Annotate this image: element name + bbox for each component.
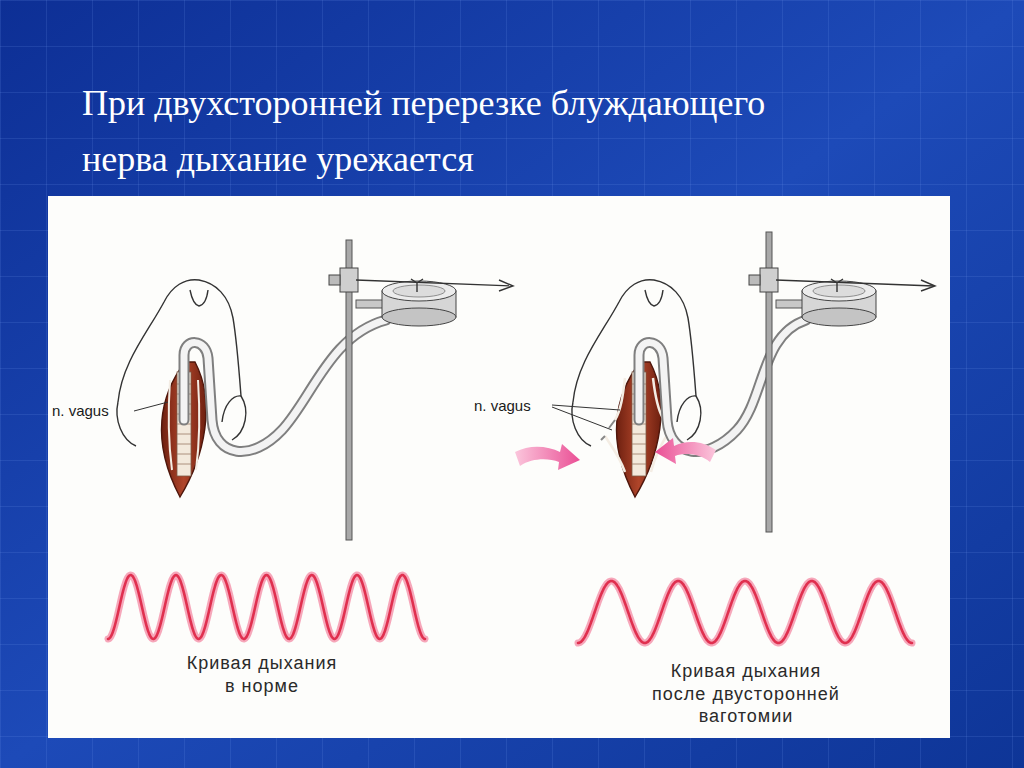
slide-title: При двухсторонней перерезке блуждающего … — [82, 76, 782, 188]
curve-caption: Кривая дыхания после двусторонней вагото… — [644, 660, 848, 728]
figure-panel — [48, 196, 950, 738]
marey-capsule-stand-part — [776, 280, 934, 286]
marey-capsule-stand-part — [340, 268, 358, 292]
marey-capsule-stand-part — [813, 285, 865, 297]
animal-vagotomy-part — [572, 402, 591, 446]
tube-inner — [184, 320, 386, 452]
leader-line — [552, 405, 620, 430]
marey-capsule-stand-part — [393, 285, 445, 297]
nerve-label: n. vagus — [52, 402, 109, 419]
marey-capsule-stand — [749, 232, 935, 532]
animal-normal-part — [232, 396, 246, 440]
leader-line — [134, 402, 168, 411]
breathing-curve — [578, 581, 912, 643]
marey-capsule-stand-part — [499, 280, 513, 291]
marey-capsule-stand-part — [329, 275, 340, 285]
animal-normal-part — [169, 380, 172, 470]
marey-capsule-stand-part — [356, 300, 384, 308]
marey-capsule-stand — [329, 240, 513, 540]
marey-capsule-stand-part — [831, 279, 843, 292]
animal-vagotomy-part — [615, 378, 625, 420]
curve-caption-box: Кривая дыхания после двусторонней вагото… — [644, 660, 848, 728]
animal-vagotomy-part — [645, 290, 663, 306]
marey-capsule-stand-part — [921, 280, 935, 291]
cut-arrow — [515, 444, 580, 470]
marey-capsule-stand-part — [382, 308, 456, 326]
animal-vagotomy-part — [605, 436, 625, 472]
animal-vagotomy-part — [601, 420, 615, 440]
marey-capsule-stand-part — [776, 300, 804, 308]
animal-normal-part — [117, 402, 136, 446]
animal-normal-part — [190, 290, 208, 306]
cut-arrow — [655, 438, 716, 464]
curve-glow — [578, 581, 912, 643]
tube-inner — [639, 320, 806, 452]
curve-caption: Кривая дыхания в норме — [183, 652, 341, 697]
tube — [184, 320, 386, 452]
marey-capsule-stand-part — [802, 308, 876, 326]
marey-capsule-stand-part — [356, 280, 512, 286]
curve-glow — [108, 575, 425, 639]
marey-capsule-stand-part — [411, 279, 423, 292]
nerve-label: n. vagus — [474, 397, 531, 414]
animal-normal-part — [196, 380, 199, 470]
slide-title-box: При двухсторонней перерезке блуждающего … — [82, 76, 782, 188]
animal-vagotomy-part — [687, 396, 701, 440]
marey-capsule-stand-part — [760, 268, 778, 292]
breathing-curve — [108, 575, 425, 639]
nerve-label-box: n. vagus — [50, 402, 111, 419]
nerve-label-box: n. vagus — [472, 397, 533, 414]
tube — [639, 320, 806, 452]
curve-caption-box: Кривая дыхания в норме — [183, 652, 341, 697]
marey-capsule-stand-part — [749, 275, 760, 285]
